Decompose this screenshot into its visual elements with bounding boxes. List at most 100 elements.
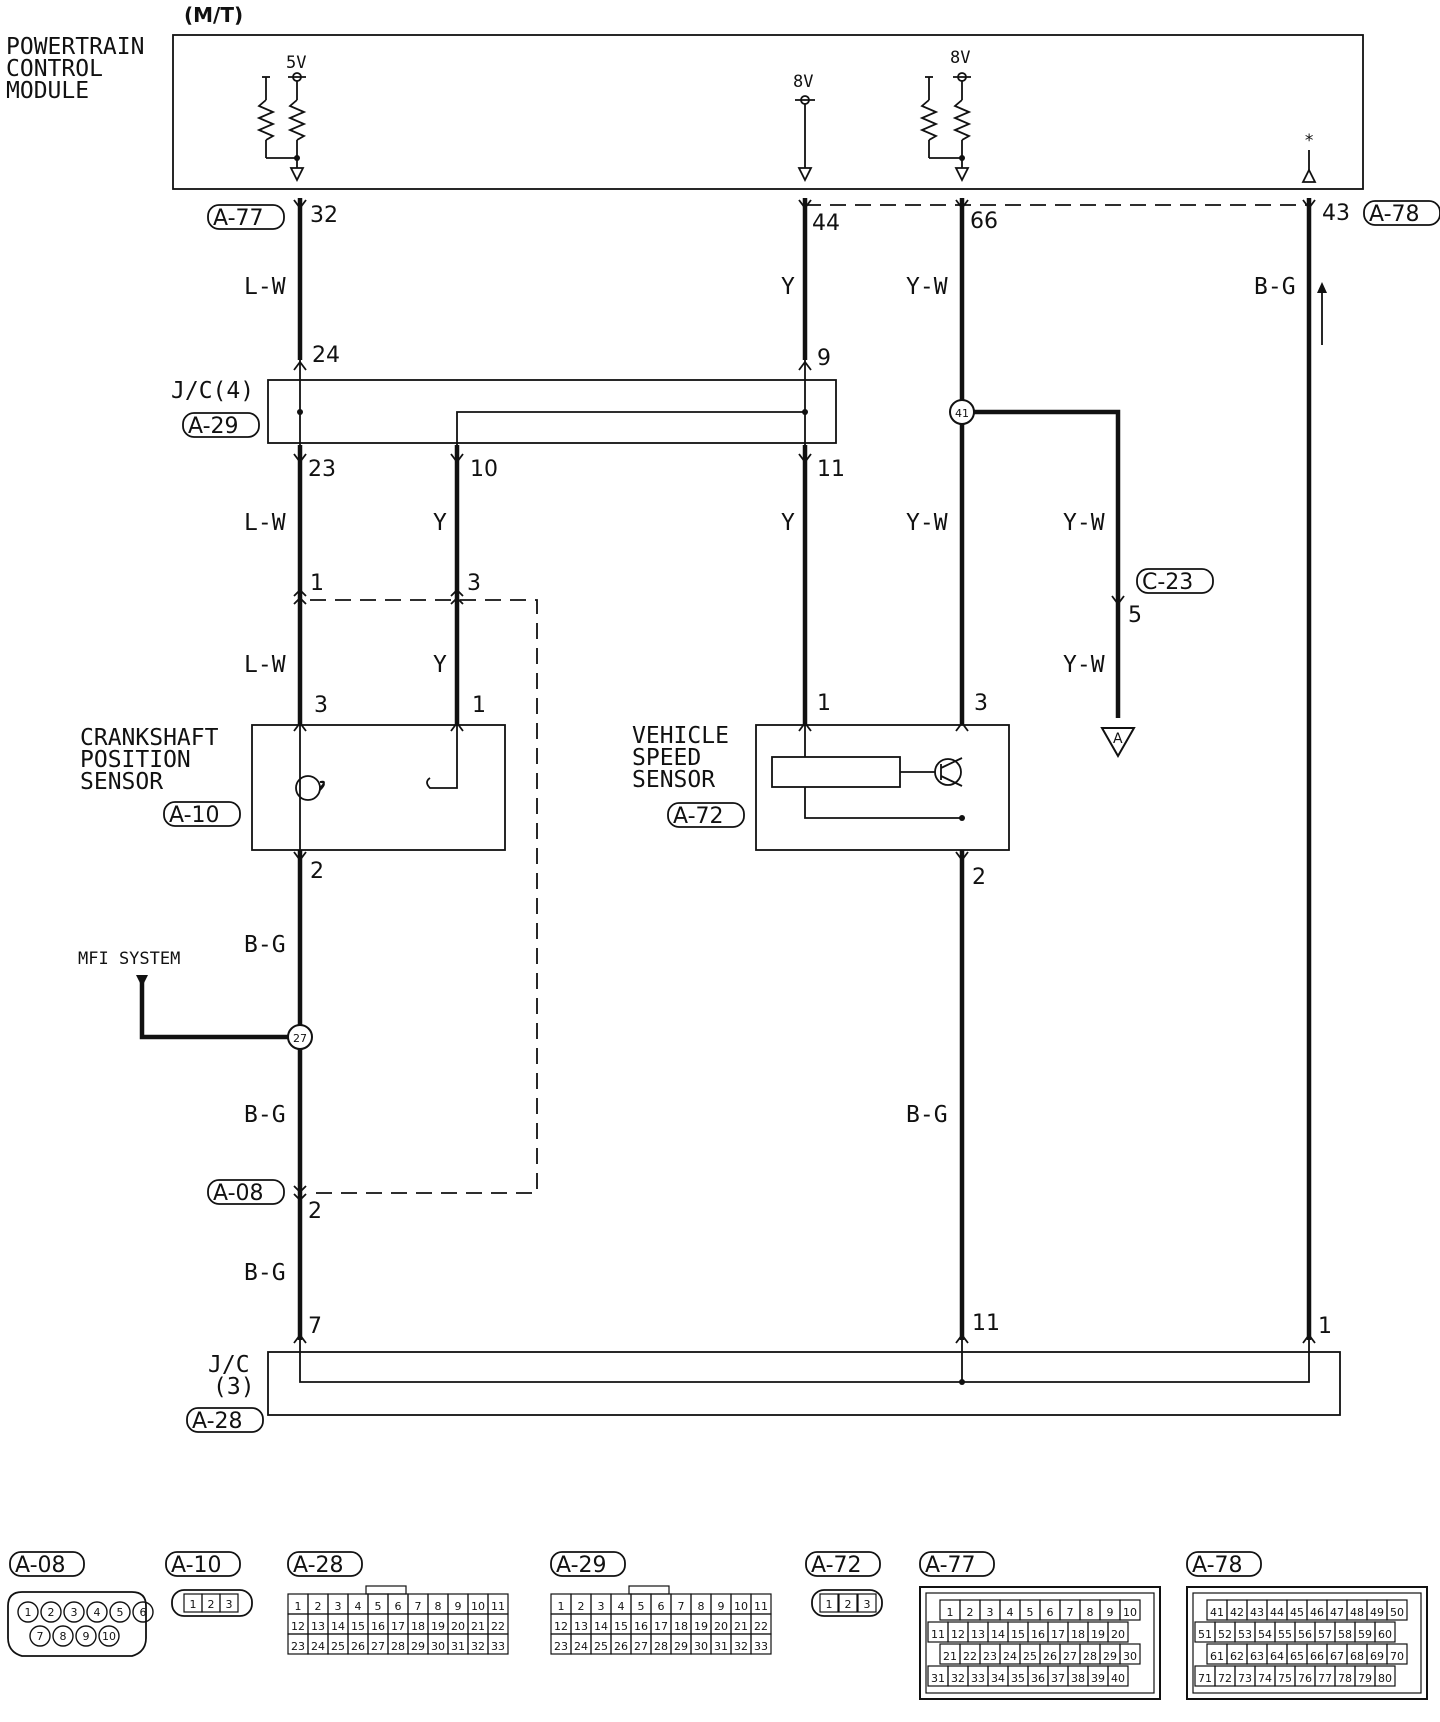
legend-a29-pin: 10: [730, 1593, 752, 1615]
legend-a28-pin: 26: [347, 1633, 369, 1655]
legend-a77-pin: 11: [927, 1621, 949, 1643]
svg-text:66: 66: [1310, 1650, 1324, 1663]
svg-text:62: 62: [1230, 1650, 1244, 1663]
legend-a78-pin: 49: [1366, 1599, 1388, 1621]
svg-text:49: 49: [1370, 1606, 1384, 1619]
vss-label-2: SPEED: [632, 745, 701, 771]
legend-a77-pin: 32: [947, 1665, 969, 1687]
legend-a77-pin: 40: [1107, 1665, 1129, 1687]
jc4-box: [267, 379, 837, 444]
legend-a78-pin: 77: [1314, 1665, 1336, 1687]
legend-a78-pin: 62: [1226, 1643, 1248, 1665]
legend-a28-pin: 17: [387, 1613, 409, 1635]
svg-text:10: 10: [734, 1600, 748, 1613]
legend-a78-pin: 48: [1346, 1599, 1368, 1621]
pin-1c: 1: [817, 691, 831, 716]
wire-label-yw3: Y-W: [1063, 510, 1105, 536]
svg-text:73: 73: [1238, 1672, 1252, 1685]
svg-text:28: 28: [391, 1640, 405, 1653]
legend-label-a08: A-08: [9, 1551, 85, 1578]
legend-a10-pin: 3: [219, 1593, 239, 1613]
pin-11a: 11: [817, 457, 845, 482]
connector-marks: [293, 199, 1316, 1344]
pcm-label-3: MODULE: [6, 78, 89, 104]
legend-a28-pin: 27: [367, 1633, 389, 1655]
pin-3a: 3: [467, 571, 481, 596]
svg-text:10: 10: [102, 1630, 116, 1643]
wire-label-bg4: B-G: [244, 1260, 286, 1286]
svg-text:27: 27: [634, 1640, 648, 1653]
legend-a78-pin: 46: [1306, 1599, 1328, 1621]
svg-text:21: 21: [943, 1650, 957, 1663]
legend-a29-pin: 1: [550, 1593, 572, 1615]
svg-text:26: 26: [1043, 1650, 1057, 1663]
svg-text:51: 51: [1198, 1628, 1212, 1641]
svg-text:38: 38: [1071, 1672, 1085, 1685]
jc3-label-1: J/C: [208, 1352, 250, 1378]
legend-a28-pin: 6: [387, 1593, 409, 1615]
ground-mark: *: [1304, 131, 1314, 151]
svg-text:1: 1: [826, 1598, 833, 1611]
legend-a78-pin: 64: [1266, 1643, 1288, 1665]
svg-text:58: 58: [1338, 1628, 1352, 1641]
svg-text:23: 23: [983, 1650, 997, 1663]
legend-a77-pin: 15: [1007, 1621, 1029, 1643]
wire-label-bg2: B-G: [244, 932, 286, 958]
legend-a77-pin: 4: [999, 1599, 1021, 1621]
svg-text:77: 77: [1318, 1672, 1332, 1685]
legend-a77-pin: 12: [947, 1621, 969, 1643]
legend-a29-pin: 26: [610, 1633, 632, 1655]
pin-32: 32: [310, 203, 338, 228]
legend-a29-pin: 31: [710, 1633, 732, 1655]
svg-text:11: 11: [754, 1600, 768, 1613]
legend-a77-pin: 3: [979, 1599, 1001, 1621]
svg-text:4: 4: [355, 1600, 362, 1613]
legend-a77-pin: 26: [1039, 1643, 1061, 1665]
legend-a78-pin: 54: [1254, 1621, 1276, 1643]
svg-text:28: 28: [654, 1640, 668, 1653]
legend-a08-pin: 9: [75, 1625, 97, 1647]
svg-text:8: 8: [698, 1600, 705, 1613]
legend-a29-pin: 9: [710, 1593, 732, 1615]
legend-a29-pin: 24: [570, 1633, 592, 1655]
legend-a78-pin: 63: [1246, 1643, 1268, 1665]
legend-a28-pin: 14: [327, 1613, 349, 1635]
svg-text:71: 71: [1198, 1672, 1212, 1685]
legend-a28-pin: 31: [447, 1633, 469, 1655]
svg-text:3: 3: [864, 1598, 871, 1611]
svg-text:20: 20: [451, 1620, 465, 1633]
svg-text:19: 19: [431, 1620, 445, 1633]
pin-43: 43: [1322, 201, 1350, 226]
legend-a77-pin: 34: [987, 1665, 1009, 1687]
vss-element: [771, 756, 901, 788]
wire-label-y1: Y: [433, 510, 447, 536]
legend-a29-pin: 3: [590, 1593, 612, 1615]
wire-label-lw1: L-W: [244, 274, 286, 300]
svg-text:68: 68: [1350, 1650, 1364, 1663]
legend-a77-pin: 35: [1007, 1665, 1029, 1687]
legend-a28-pin: 21: [467, 1613, 489, 1635]
svg-text:9: 9: [455, 1600, 462, 1613]
svg-text:39: 39: [1091, 1672, 1105, 1685]
legend-a78-pin: 56: [1294, 1621, 1316, 1643]
svg-text:9: 9: [83, 1630, 90, 1643]
svg-text:41: 41: [955, 407, 969, 420]
svg-text:63: 63: [1250, 1650, 1264, 1663]
svg-text:22: 22: [963, 1650, 977, 1663]
svg-text:31: 31: [931, 1672, 945, 1685]
voltage-5v: 5V: [286, 53, 306, 73]
svg-text:A-28: A-28: [293, 1553, 344, 1578]
legend-a29-pin: 2: [570, 1593, 592, 1615]
legend-a08-body: [7, 1591, 147, 1657]
svg-text:19: 19: [694, 1620, 708, 1633]
wire-label-lw3: L-W: [244, 652, 286, 678]
legend-a77-pin: 14: [987, 1621, 1009, 1643]
svg-text:8: 8: [435, 1600, 442, 1613]
svg-text:31: 31: [451, 1640, 465, 1653]
svg-text:24: 24: [1003, 1650, 1017, 1663]
legend-a28-pin: 23: [287, 1633, 309, 1655]
pcm-pullup-5v: 5V: [256, 53, 306, 183]
svg-text:30: 30: [431, 1640, 445, 1653]
svg-text:7: 7: [37, 1630, 44, 1643]
svg-text:9: 9: [718, 1600, 725, 1613]
